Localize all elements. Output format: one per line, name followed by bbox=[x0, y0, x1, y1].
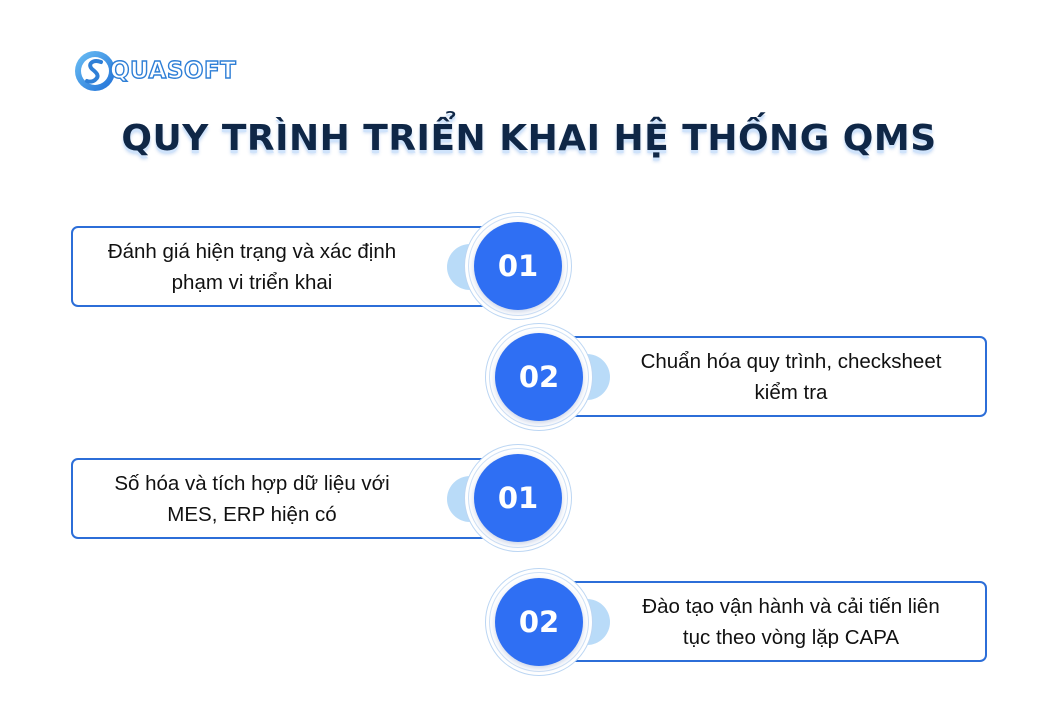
quasoft-logo-icon bbox=[75, 51, 115, 91]
step-1-badge: 01 bbox=[464, 212, 572, 320]
step-1-line-1: Đánh giá hiện trạng và xác định bbox=[107, 239, 397, 263]
step-1-text: Đánh giá hiện trạng và xác định phạm vi … bbox=[108, 236, 396, 298]
brand-logo: QUASOFT bbox=[74, 48, 237, 94]
step-4-line-1: Đào tạo vận hành và cải tiến liên bbox=[642, 594, 940, 618]
step-card-4: Đào tạo vận hành và cải tiến liên tục th… bbox=[555, 581, 987, 662]
step-2-line-2: kiểm tra bbox=[754, 380, 828, 404]
step-3-text: Số hóa và tích hợp dữ liệu với MES, ERP … bbox=[114, 468, 389, 530]
step-4-badge: 02 bbox=[485, 568, 593, 676]
step-3-badge: 01 bbox=[464, 444, 572, 552]
step-1-line-2: phạm vi triển khai bbox=[171, 270, 333, 294]
step-card-3: Số hóa và tích hợp dữ liệu với MES, ERP … bbox=[71, 458, 503, 539]
step-2-badge: 02 bbox=[485, 323, 593, 431]
step-3-line-2: MES, ERP hiện có bbox=[167, 502, 337, 526]
step-2-number: 02 bbox=[495, 333, 583, 421]
step-1-number: 01 bbox=[474, 222, 562, 310]
page-title: QUY TRÌNH TRIỂN KHAI HỆ THỐNG QMS bbox=[121, 118, 937, 159]
logo-wordmark: QUASOFT bbox=[109, 57, 237, 84]
step-2-text: Chuẩn hóa quy trình, checksheet kiểm tra bbox=[641, 346, 942, 408]
step-3-number: 01 bbox=[474, 454, 562, 542]
step-2-line-1: Chuẩn hóa quy trình, checksheet bbox=[640, 349, 942, 373]
step-4-number: 02 bbox=[495, 578, 583, 666]
step-3-line-1: Số hóa và tích hợp dữ liệu với bbox=[114, 471, 390, 495]
step-card-1: Đánh giá hiện trạng và xác định phạm vi … bbox=[71, 226, 503, 307]
step-4-text: Đào tạo vận hành và cải tiến liên tục th… bbox=[642, 591, 939, 653]
step-card-2: Chuẩn hóa quy trình, checksheet kiểm tra bbox=[555, 336, 987, 417]
step-4-line-2: tục theo vòng lặp CAPA bbox=[682, 625, 900, 649]
